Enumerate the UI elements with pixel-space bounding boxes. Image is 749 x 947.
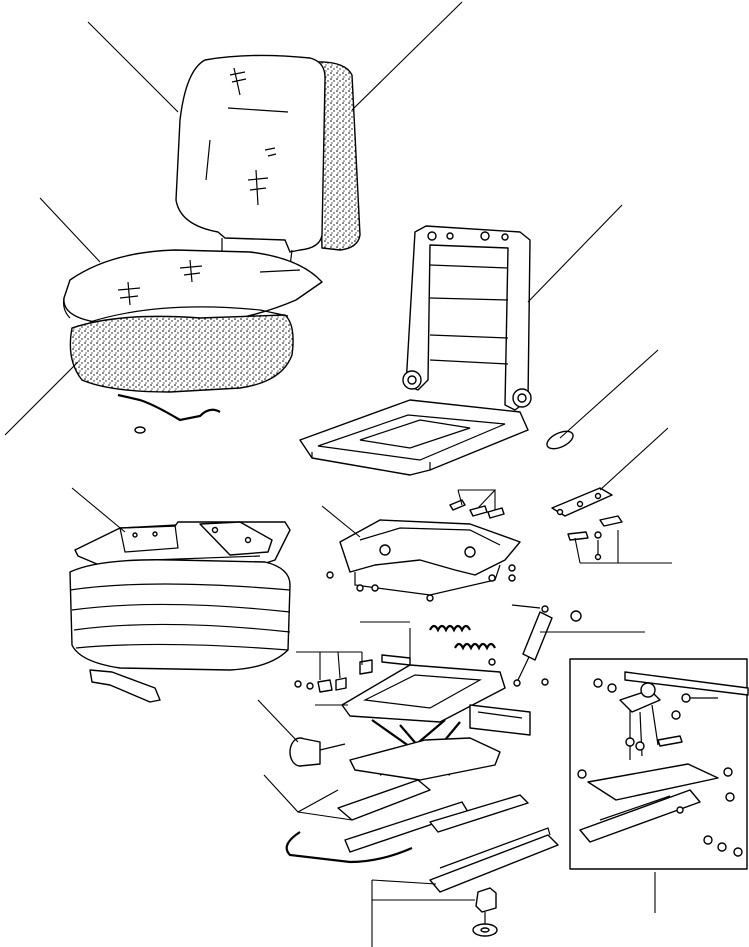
bellows-boot: [69, 559, 291, 703]
wire-clip: [117, 393, 221, 434]
cushion-foam: [69, 306, 294, 393]
upper-mechanism: [326, 499, 521, 602]
backrest-cover: [175, 54, 326, 267]
weight-adjust-knob: [289, 737, 346, 767]
adjuster-handle: [546, 430, 574, 450]
cushion-cover: [63, 249, 323, 326]
seat-frame: [299, 225, 532, 476]
seat-rails: [285, 779, 559, 893]
detail-inset: [569, 658, 749, 870]
springs: [381, 604, 582, 666]
recline-bracket: [551, 487, 623, 561]
leader-lines: [4, 1, 672, 947]
bolt-and-washer: [472, 887, 498, 937]
fasteners: [294, 658, 549, 693]
gas-damper: [513, 611, 553, 687]
scissor-suspension: [341, 664, 531, 781]
